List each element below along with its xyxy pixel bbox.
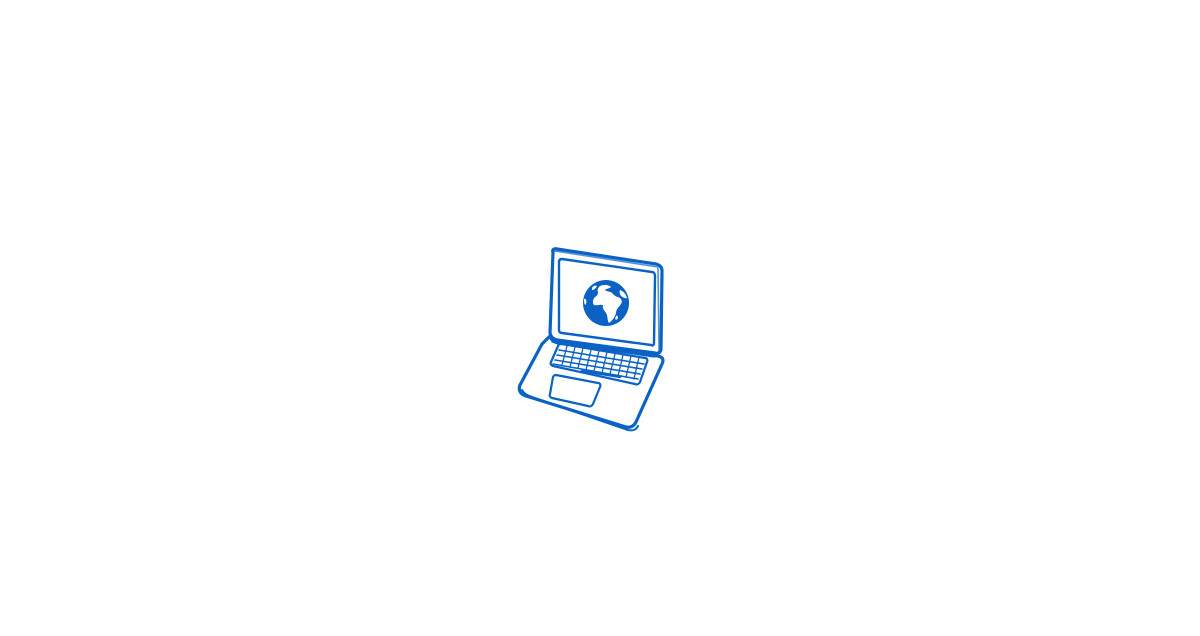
globe-icon <box>583 280 629 326</box>
laptop-illustration <box>512 244 668 434</box>
laptop-lid-outline <box>548 247 664 355</box>
touchpad-outline <box>548 373 602 408</box>
laptop-screen-outline <box>557 257 657 347</box>
laptop-globe-icon <box>517 247 665 432</box>
keyboard-outline <box>549 342 649 386</box>
